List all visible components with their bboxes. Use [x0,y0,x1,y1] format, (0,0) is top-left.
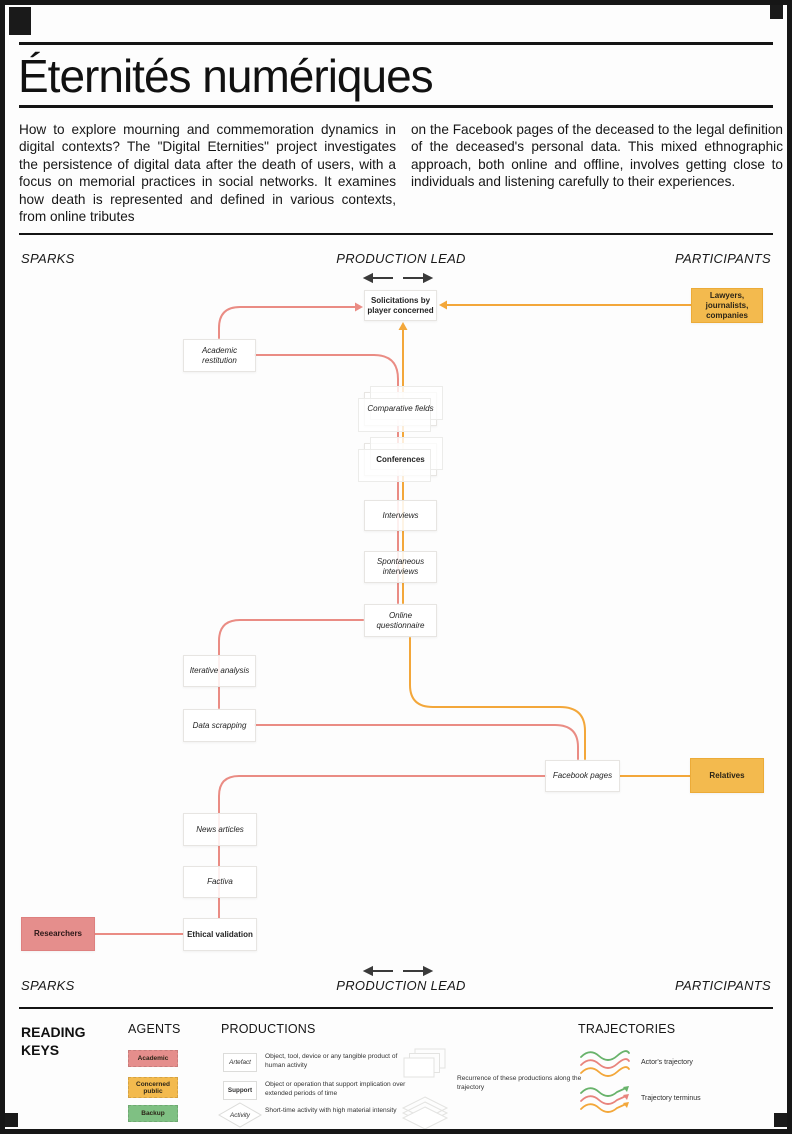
agent-chip-concerned-public: Concerned public [128,1077,178,1098]
artefact-shape: Artefact [223,1053,257,1072]
trajectory-terminus-label: Trajectory terminus [641,1095,701,1102]
axis-label-production-lead-bottom: PRODUCTION LEAD [336,978,466,993]
axis-label-sparks-top: SPARKS [21,251,75,266]
corner-mark-bottom-left [5,1113,18,1127]
activity-shape-label: Activity [230,1111,250,1119]
reading-keys-legend: READING KEYS AGENTS Academic Concerned p… [5,1009,787,1129]
activity-desc: Short-time activity with high material i… [265,1107,397,1114]
recurrence-desc: Recurrence of these productions along th… [457,1075,582,1091]
support-desc: Object or operation that support implica… [265,1081,406,1097]
corner-mark-top-right [770,5,783,19]
node-solicitations: Solicitations by player concerned [364,290,437,321]
node-news-articles: News articles [183,813,257,846]
agents-section-title: AGENTS [128,1022,181,1036]
node-relatives: Relatives [690,758,764,793]
node-comparative-fields: Comparative fields [364,392,437,426]
agent-chip-academic: Academic [128,1050,178,1067]
orange-terminus-arrow-up [398,322,408,330]
diamond-icon [217,1102,263,1128]
agent-chip-backup: Backup [128,1105,178,1122]
axis-label-production-lead-top: PRODUCTION LEAD [336,251,466,266]
corner-mark-bottom-right [774,1113,787,1127]
node-interviews: Interviews [364,500,437,531]
node-data-scrapping: Data scrapping [183,709,256,742]
intro-paragraph-left: How to explore mourning and commemoratio… [19,122,396,224]
node-facebook-pages: Facebook pages [545,760,620,792]
actor-trajectory-icon [580,1050,630,1077]
support-shape: Support [223,1081,257,1100]
axis-label-participants-bottom: PARTICIPANTS [674,978,771,993]
node-ethical-validation: Ethical validation [183,918,257,951]
axis-label-sparks-bottom: SPARKS [21,978,75,993]
node-factiva: Factiva [183,866,257,898]
stacked-diamonds-icon [401,1096,449,1129]
node-lawyers-journalists-companies: Lawyers, journalists, companies [691,288,763,323]
node-researchers: Researchers [21,917,95,951]
node-conferences: Conferences [364,443,437,476]
red-terminus-arrow [355,302,363,312]
node-online-questionnaire: Online questionnaire [364,604,437,637]
divider [19,1007,773,1009]
trajectory-terminus-icon [580,1086,629,1113]
axis-label-participants-top: PARTICIPANTS [674,251,771,266]
divider [19,42,773,45]
node-iterative-analysis: Iterative analysis [183,655,256,687]
corner-mark-top-left [9,7,31,35]
orange-terminus-arrow-left [439,300,447,310]
trajectories-section-title: TRAJECTORIES [578,1022,676,1036]
intro-paragraph-right: on the Facebook pages of the deceased to… [411,122,783,190]
activity-shape: Activity [217,1101,263,1129]
page-title: Éternités numériques [18,50,434,102]
stacked-rectangles-icon [403,1048,446,1078]
node-academic-restitution: Academic restitution [183,339,256,372]
productions-section-title: PRODUCTIONS [221,1022,316,1036]
node-spontaneous-interviews: Spontaneous interviews [364,551,437,583]
artefact-desc: Object, tool, device or any tangible pro… [265,1053,398,1069]
divider [19,233,773,235]
legend-title: READING KEYS [21,1024,86,1058]
divider [19,105,773,108]
actor-trajectory-label: Actor's trajectory [641,1059,693,1066]
